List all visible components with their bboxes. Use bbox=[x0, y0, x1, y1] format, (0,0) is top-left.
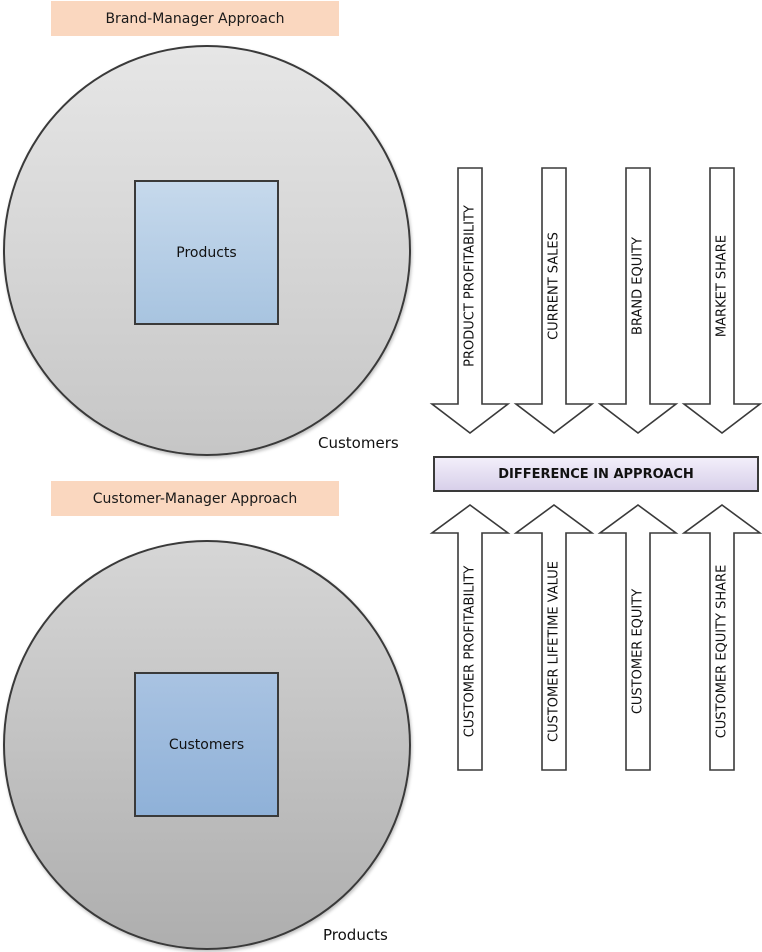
arrow-label: CURRENT SALES bbox=[547, 232, 562, 340]
down-arrow-current-sales: CURRENT SALES bbox=[513, 167, 595, 435]
brand-outer-label: Customers bbox=[318, 434, 399, 452]
brand-products-label: Products bbox=[176, 244, 237, 261]
customer-outer-label: Products bbox=[323, 926, 388, 944]
arrow-label: CUSTOMER EQUITY bbox=[631, 589, 646, 714]
brand-products-square: Products bbox=[134, 180, 279, 325]
arrow-label: BRAND EQUITY bbox=[631, 237, 646, 335]
customer-customers-label: Customers bbox=[168, 736, 245, 753]
up-arrow-customer-equity: CUSTOMER EQUITY bbox=[597, 504, 679, 771]
up-arrow-customer-lifetime-value: CUSTOMER LIFETIME VALUE bbox=[513, 504, 595, 771]
arrow-shape bbox=[429, 504, 511, 771]
arrow-label: CUSTOMER PROFITABILITY bbox=[463, 566, 478, 738]
arrow-shape bbox=[429, 167, 511, 435]
down-arrow-brand-equity: BRAND EQUITY bbox=[597, 167, 679, 435]
down-arrow-market-share: MARKET SHARE bbox=[681, 167, 762, 435]
customer-manager-banner: Customer-Manager Approach bbox=[51, 481, 339, 516]
arrow-shape bbox=[513, 167, 595, 435]
brand-manager-banner: Brand-Manager Approach bbox=[51, 1, 339, 36]
arrow-shape bbox=[597, 504, 679, 771]
arrow-label: CUSTOMER EQUITY SHARE bbox=[715, 565, 730, 739]
arrow-label: CUSTOMER LIFETIME VALUE bbox=[547, 561, 562, 742]
down-arrow-product-profitability: PRODUCT PROFITABILITY bbox=[429, 167, 511, 435]
up-arrow-customer-profitability: CUSTOMER PROFITABILITY bbox=[429, 504, 511, 771]
difference-in-approach-bar: DIFFERENCE IN APPROACH bbox=[433, 456, 759, 492]
customer-customers-square: Customers bbox=[134, 672, 279, 817]
arrow-shape bbox=[681, 504, 762, 771]
up-arrow-customer-equity-share: CUSTOMER EQUITY SHARE bbox=[681, 504, 762, 771]
arrow-shape bbox=[681, 167, 762, 435]
arrow-label: PRODUCT PROFITABILITY bbox=[463, 205, 478, 367]
arrow-shape bbox=[513, 504, 595, 771]
arrow-label: MARKET SHARE bbox=[715, 235, 730, 337]
arrow-shape bbox=[597, 167, 679, 435]
